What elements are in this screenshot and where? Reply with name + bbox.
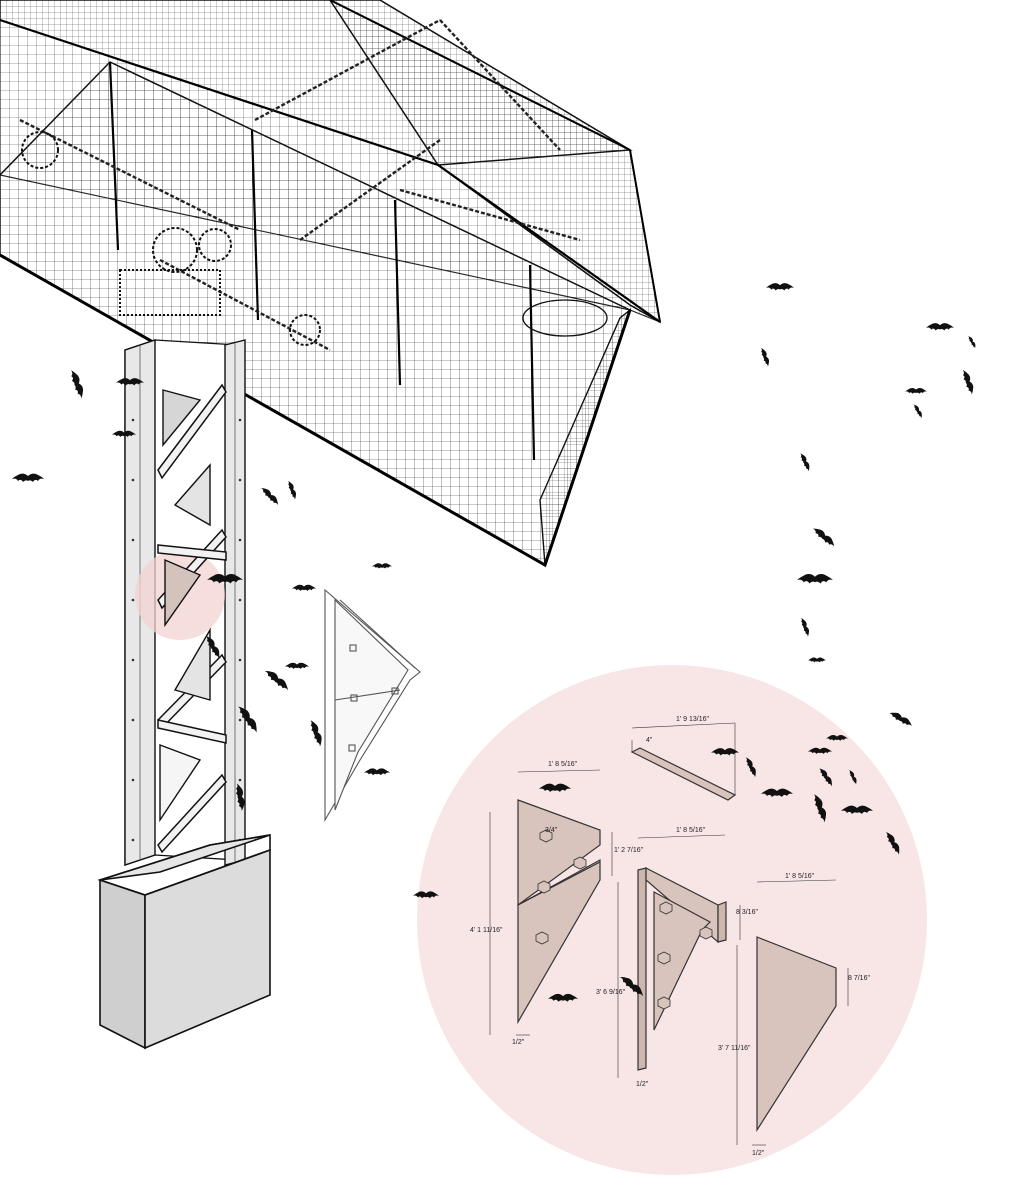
bat-icon	[797, 574, 833, 584]
bat-icon	[68, 368, 87, 400]
middle-panel-width-label: 1' 8 5/16"	[676, 827, 706, 834]
right-panel-height-label: 3' 7 11/16"	[718, 1045, 751, 1052]
bat-icon	[799, 616, 812, 638]
bat-icon	[364, 768, 390, 776]
truss-column	[124, 339, 246, 866]
left-panel-bolt-label: 3/4"	[545, 827, 558, 834]
floating-panel	[324, 588, 421, 823]
left-panel-height-label: 4' 1 11/16"	[470, 927, 503, 934]
column-roost-panels	[159, 389, 211, 823]
interior-trusses	[19, 18, 581, 352]
bat-icon	[263, 667, 292, 693]
footing-front	[99, 878, 146, 1050]
top-strip-width-label: 1' 9 13/16"	[676, 716, 710, 723]
middle-panel-height-label: 3' 6 9/16"	[596, 989, 626, 996]
footing-side	[144, 848, 271, 1050]
bat-icon	[372, 563, 392, 569]
middle-panel-base-label: 1/2"	[636, 1081, 649, 1088]
bat-icon	[286, 479, 299, 501]
detail-callout: 1' 9 13/16" 4" 1' 8 5/16" 4' 1 11/16" 1'…	[417, 665, 927, 1175]
interior-posts	[108, 61, 536, 461]
left-panel-part	[489, 769, 613, 1036]
bat-icon	[960, 368, 976, 396]
bat-icon	[966, 334, 978, 349]
roof-ridge-line	[0, 18, 661, 323]
bat-icon	[811, 525, 838, 549]
bat-icon	[292, 584, 316, 591]
bat-icon	[926, 323, 954, 331]
bat-icon	[259, 485, 281, 507]
right-panel-width-label: 1' 8 5/16"	[785, 873, 815, 880]
top-strip-depth-label: 4"	[646, 737, 653, 744]
roost-units	[21, 131, 608, 346]
roof-eave-line	[329, 0, 631, 151]
bat-icon	[285, 662, 309, 669]
concrete-footing	[97, 834, 271, 1050]
top-strip-part	[630, 722, 737, 801]
bat-icon	[808, 657, 826, 663]
bat-icon	[798, 451, 812, 473]
bat-icon	[759, 346, 772, 368]
left-panel-width-label: 1' 8 5/16"	[548, 761, 578, 768]
left-panel-upper-label: 1' 2 7/16"	[614, 847, 644, 854]
bat-icon	[905, 387, 927, 394]
middle-panel-flange-label: 8 3/16"	[736, 909, 758, 916]
middle-panel-part	[617, 834, 741, 1078]
mesh-enclosure	[0, 0, 662, 568]
bat-icon	[307, 718, 325, 748]
right-panel-side-label: 8 7/16"	[848, 975, 870, 982]
left-panel-base-label: 1/2"	[512, 1039, 525, 1046]
bat-icon	[766, 283, 794, 291]
right-panel-base-label: 1/2"	[752, 1150, 765, 1157]
bat-icon	[12, 473, 44, 482]
right-panel-part	[736, 879, 849, 1146]
bat-icon	[912, 402, 924, 419]
bat-icon	[888, 709, 915, 729]
